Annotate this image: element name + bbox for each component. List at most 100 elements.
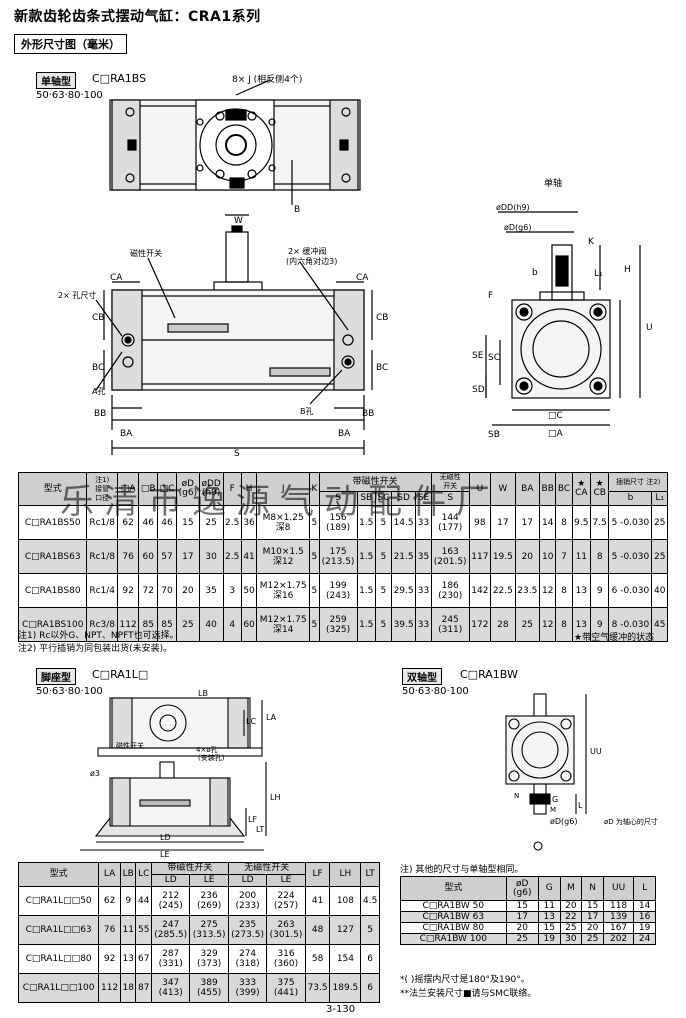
foot-label-note: (安装孔) (198, 753, 225, 762)
table-cell: 8 (555, 505, 573, 540)
table-cell: 20 (514, 539, 541, 574)
page-number: 3-130 (326, 1004, 356, 1015)
table-cell: 20 (581, 922, 604, 934)
table-cell: 1.5 (356, 607, 376, 642)
foot-label-lf: LF (248, 815, 257, 824)
table-cell: 30 (198, 539, 224, 574)
double-sizes: 50·63·80·100 (402, 686, 469, 697)
double-tag: 双轴型 (402, 668, 442, 685)
table-cell: Rc3/8 (86, 607, 118, 642)
table-cell: 60 (138, 539, 159, 574)
table-cell: 55 (135, 915, 152, 945)
table-cell: 41 (304, 886, 331, 916)
dt-uu: UU (602, 876, 635, 901)
ft-lc: LC (135, 862, 152, 887)
table-cell: 92 (116, 573, 140, 608)
table-cell: 17 (175, 539, 200, 574)
foot-label-lt: LT (256, 825, 264, 834)
note-star: ★带空气缓冲的状态 (574, 633, 655, 643)
table-cell: 245 (311) (430, 607, 470, 642)
th-d: øD (g6) (175, 472, 200, 506)
table-cell: 5 (374, 505, 392, 540)
table-cell: 22 (559, 911, 583, 923)
th-u: U (468, 472, 492, 506)
table-cell: 44 (135, 886, 152, 916)
table-cell: 33 (415, 607, 432, 642)
th-nomag: 无磁性 开关 (430, 472, 470, 492)
table-cell: 112 (98, 973, 121, 1003)
table-cell: 4.5 (360, 886, 380, 916)
th-pin-b: b (608, 491, 653, 506)
th-mag-se: SE (415, 491, 432, 506)
foot-spec-table: 型式 LA LB LC 带磁性开关 无磁性开关 LF LH LT LD LE L… (17, 862, 380, 1003)
table-cell: 28 (490, 607, 516, 642)
ft-lh: LH (329, 862, 362, 887)
table-cell: 25 (651, 505, 668, 540)
table-cell: 12 (539, 573, 557, 608)
single-sizes: 50·63·80·100 (36, 90, 103, 101)
table-cell: 2.5 (222, 505, 242, 540)
table-cell: 11 (571, 539, 591, 574)
table-cell: 4 (222, 607, 242, 642)
table-cell: Rc1/8 (86, 539, 118, 574)
foot-drawing: LB LA LC 磁性开关 4×ø孔 (安装孔) LF LT LH LD LE … (80, 690, 280, 858)
table-cell: 72 (138, 573, 159, 608)
table-cell: 25 (559, 922, 583, 934)
ft-model: 型式 (17, 862, 100, 887)
foot-label-a3: ø3 (90, 769, 100, 778)
table-cell: 275 (313.5) (189, 915, 229, 945)
table-cell: 25 (581, 933, 604, 945)
label-8j: 8× J (相反侧4个) (232, 73, 302, 85)
table-cell: 33 (415, 505, 432, 540)
table-cell: 22.5 (490, 573, 516, 608)
label-s: S (234, 449, 240, 459)
label-u: U (646, 323, 653, 333)
label-b-small: b (532, 268, 538, 278)
label-shaft-title: 单轴 (544, 177, 562, 189)
table-cell: 224 (257) (266, 886, 306, 916)
table-cell: 33 (415, 573, 432, 608)
label-od: øD(g6) (504, 223, 531, 232)
table-cell: 175 (213.5) (318, 539, 358, 574)
table-cell: 5 (309, 539, 320, 574)
table-cell: 13 (571, 573, 591, 608)
table-cell: 24 (633, 933, 656, 945)
label-cb-right: CB (376, 313, 388, 323)
table-cell: 5 (374, 539, 392, 574)
table-cell: 9 (589, 607, 610, 642)
table-cell: 8 (555, 607, 573, 642)
table-cell: C□RA1BW 63 (400, 911, 507, 923)
single-axis-drawing: 8× J (相反侧4个) W 磁性开关 2× 缓冲阀 (内六角对边3) CA C… (58, 73, 653, 459)
table-cell: 18 (119, 973, 137, 1003)
table-cell: 172 (468, 607, 492, 642)
th-j: J (256, 472, 311, 506)
table-cell: 139 (602, 911, 635, 923)
table-cell: 375 (441) (266, 973, 306, 1003)
table-cell: Rc1/4 (86, 573, 118, 608)
foot-label-lb: LB (198, 690, 208, 698)
table-cell: 46 (157, 505, 177, 540)
table-cell: 14.5 (390, 505, 417, 540)
table-cell: 274 (318) (227, 944, 268, 974)
label-ba-right: BA (338, 429, 351, 439)
table-cell: 389 (455) (189, 973, 229, 1003)
ft-mag: 带磁性开关 (150, 862, 229, 875)
table-cell: 70 (157, 573, 177, 608)
table-cell: 5 (374, 573, 392, 608)
table-cell: 50 (240, 573, 258, 608)
table-cell: 6 -0.030 (608, 573, 653, 608)
table-cell: C□RA1L□□63 (17, 915, 100, 945)
table-cell: 5 (374, 607, 392, 642)
th-ba: BA (514, 472, 541, 506)
table-cell: C□RA1BS63 (17, 539, 88, 574)
label-bc-left: BC (92, 363, 104, 373)
table-cell: 29.5 (390, 573, 417, 608)
table-cell: 15 (175, 505, 200, 540)
double-label-g: G (552, 795, 558, 804)
label-two-hole: 2× 孔尺寸 (58, 290, 96, 300)
table-cell: 333 (399) (227, 973, 268, 1003)
table-cell: C□RA1L□□80 (17, 944, 100, 974)
